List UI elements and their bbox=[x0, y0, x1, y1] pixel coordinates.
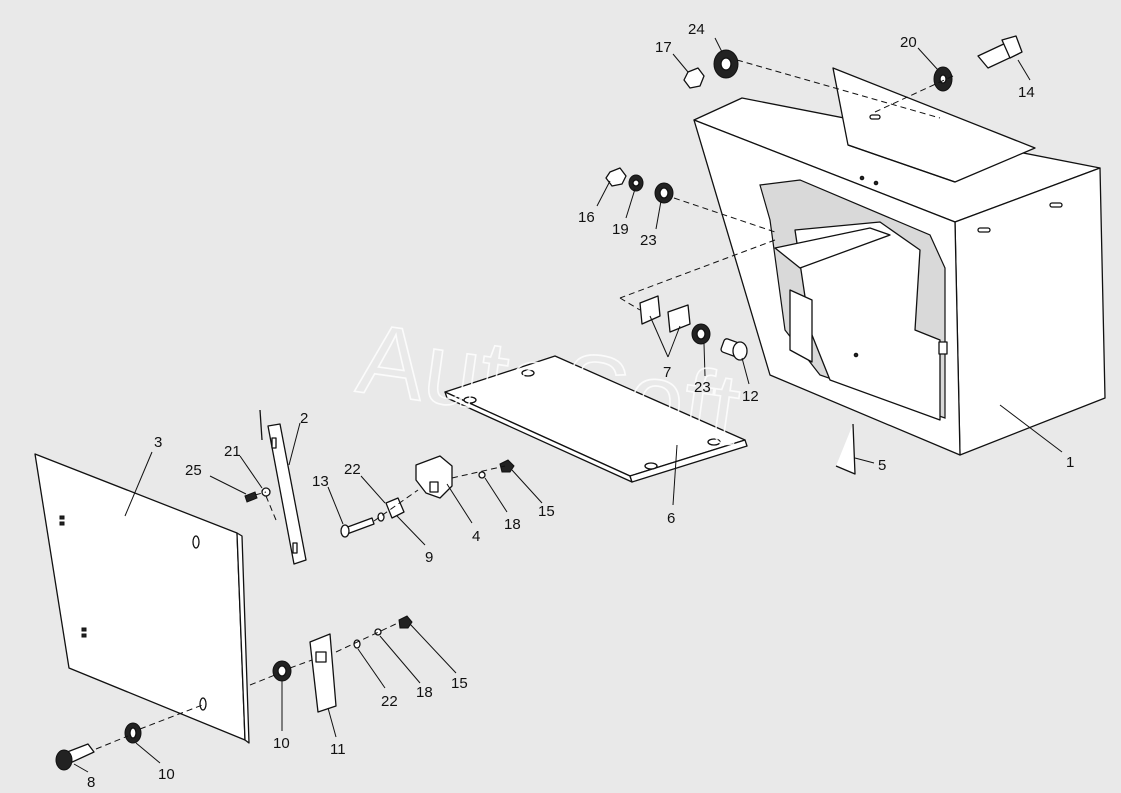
callout-15b: 15 bbox=[451, 675, 468, 692]
callout-3: 3 bbox=[154, 434, 162, 451]
callout-2: 2 bbox=[300, 410, 308, 427]
leader-lines bbox=[73, 37, 1063, 773]
part-23-washer-a bbox=[654, 182, 674, 204]
callout-22b: 22 bbox=[381, 693, 398, 710]
part-18-washer-a bbox=[478, 471, 486, 479]
callout-13: 13 bbox=[312, 473, 329, 490]
callout-17: 17 bbox=[655, 39, 672, 56]
callout-14: 14 bbox=[1018, 84, 1035, 101]
callout-25: 25 bbox=[185, 462, 202, 479]
callout-11: 11 bbox=[330, 741, 346, 758]
part-9-plate bbox=[385, 497, 405, 519]
part-19-washer bbox=[628, 174, 644, 192]
part-5-rod bbox=[835, 423, 856, 475]
callout-5: 5 bbox=[878, 457, 886, 474]
callout-numbers: 1 2 3 4 5 6 7 8 9 10 10 11 12 13 14 15 1… bbox=[87, 21, 1074, 791]
callout-24: 24 bbox=[688, 21, 705, 38]
part-15-nut-a bbox=[499, 459, 515, 473]
part-1-housing bbox=[693, 67, 1106, 456]
callout-18b: 18 bbox=[416, 684, 433, 701]
part-18-washer-b bbox=[374, 628, 382, 636]
part-17-nut bbox=[683, 67, 705, 89]
part-13-bolt bbox=[340, 517, 375, 538]
callout-10a: 10 bbox=[273, 735, 290, 752]
part-3-cover bbox=[34, 453, 250, 744]
part-20-washer bbox=[933, 66, 953, 92]
callout-7: 7 bbox=[663, 364, 671, 381]
part-23-washer-b bbox=[691, 323, 711, 345]
part-12-bolt bbox=[720, 338, 748, 361]
callout-18a: 18 bbox=[504, 516, 521, 533]
part-2-hinge bbox=[259, 409, 307, 565]
part-16-nut bbox=[605, 167, 627, 187]
callout-6: 6 bbox=[667, 510, 675, 527]
part-6-tray bbox=[444, 355, 748, 483]
callout-12: 12 bbox=[742, 388, 759, 405]
part-25-screw bbox=[244, 491, 258, 503]
callout-23b: 23 bbox=[694, 379, 711, 396]
assembly-lines bbox=[95, 59, 954, 750]
callout-10b: 10 bbox=[158, 766, 175, 783]
callout-15a: 15 bbox=[538, 503, 555, 520]
callout-23a: 23 bbox=[640, 232, 657, 249]
callout-16: 16 bbox=[578, 209, 595, 226]
part-8-bolt bbox=[55, 743, 95, 771]
callout-22a: 22 bbox=[344, 461, 361, 478]
callout-21: 21 bbox=[224, 443, 241, 460]
part-7-clips bbox=[619, 295, 691, 333]
callout-8: 8 bbox=[87, 774, 95, 791]
callout-9: 9 bbox=[425, 549, 433, 566]
part-10-washer-b bbox=[124, 722, 142, 744]
part-11-latch bbox=[309, 633, 337, 713]
callout-4: 4 bbox=[472, 528, 480, 545]
part-24-washer bbox=[713, 49, 739, 79]
part-15-nut-b bbox=[398, 615, 413, 629]
callout-20: 20 bbox=[900, 34, 917, 51]
part-4-bracket bbox=[415, 455, 453, 499]
part-10-washer-a bbox=[272, 660, 292, 682]
callout-1: 1 bbox=[1066, 454, 1074, 471]
part-14-bolt bbox=[977, 35, 1023, 69]
callout-19: 19 bbox=[612, 221, 629, 238]
